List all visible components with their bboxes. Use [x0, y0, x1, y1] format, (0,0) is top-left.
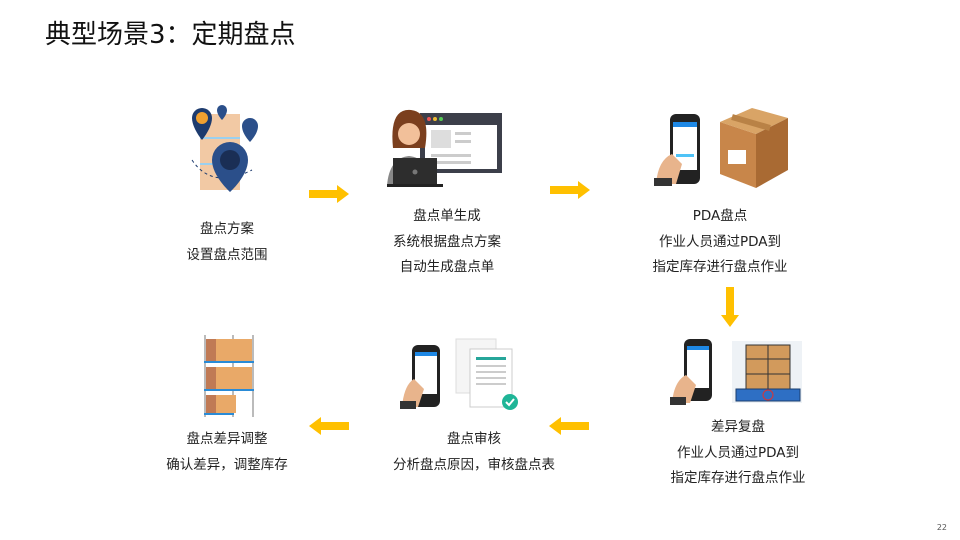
step-title: 盘点方案	[200, 221, 254, 237]
step-pda-count: PDA盘点 作业人员通过PDA到 指定库存进行盘点作业	[653, 204, 788, 281]
warehouse-rack-illustration	[204, 335, 254, 417]
step-desc: 系统根据盘点方案	[393, 233, 501, 250]
step-title: 盘点单生成	[413, 208, 481, 224]
operator-laptop-illustration	[387, 109, 502, 187]
arrow-right-icon	[550, 181, 590, 199]
slide-title: 典型场景3：定期盘点	[45, 20, 296, 50]
pda-pallet-illustration	[670, 339, 802, 405]
step-desc: 确认差异，调整库存	[166, 456, 288, 473]
location-pin-illustration	[191, 105, 258, 192]
step-desc: 设置盘点范围	[186, 246, 268, 263]
step-desc: 自动生成盘点单	[399, 259, 495, 275]
step-desc: 作业人员通过PDA到	[658, 233, 782, 250]
arrow-left-icon	[549, 417, 589, 435]
page-number: 22	[936, 523, 947, 532]
step-generate: 盘点单生成 系统根据盘点方案 自动生成盘点单	[393, 204, 501, 281]
arrow-down-icon	[721, 287, 739, 327]
step-desc: 作业人员通过PDA到	[676, 444, 800, 461]
step-title: 盘点差异调整	[186, 431, 268, 447]
arrow-right-icon	[309, 185, 349, 203]
step-title: PDA盘点	[692, 208, 748, 224]
step-title: 差异复盘	[711, 419, 765, 435]
pda-document-check-illustration	[400, 338, 518, 410]
pda-box-illustration	[654, 108, 788, 188]
step-desc: 指定库存进行盘点作业	[670, 470, 806, 486]
step-audit: 盘点审核 分析盘点原因，审核盘点表	[393, 427, 555, 478]
arrow-left-icon	[309, 417, 349, 435]
step-adjust: 盘点差异调整 确认差异，调整库存	[166, 427, 288, 478]
step-desc: 分析盘点原因，审核盘点表	[393, 456, 555, 473]
step-plan: 盘点方案 设置盘点范围	[187, 217, 268, 268]
step-title: 盘点审核	[447, 431, 501, 447]
step-desc: 指定库存进行盘点作业	[652, 259, 788, 275]
step-recheck: 差异复盘 作业人员通过PDA到 指定库存进行盘点作业	[671, 415, 806, 492]
